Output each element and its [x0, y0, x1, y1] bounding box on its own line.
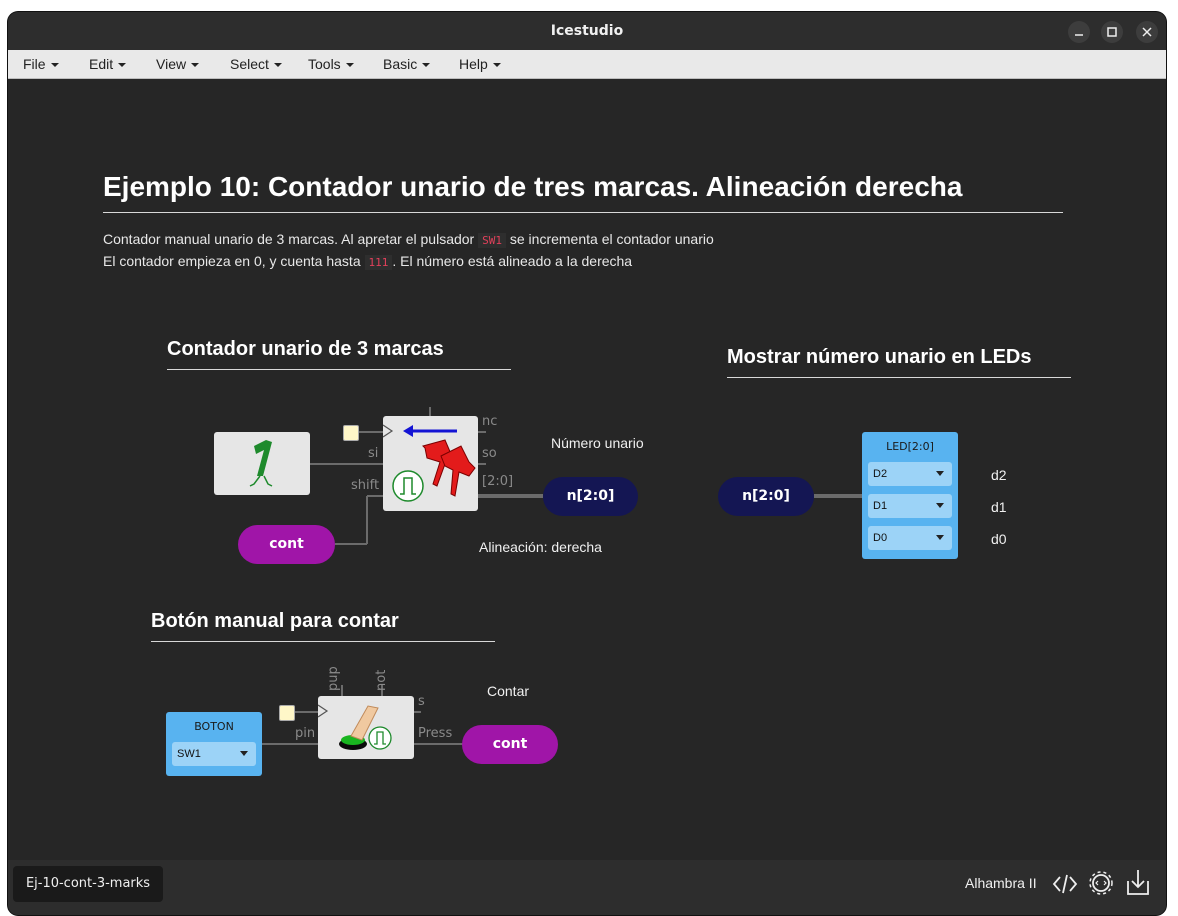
led-pin-value: D0 [873, 532, 888, 544]
led-pin-select-d2[interactable]: D2 [868, 462, 952, 486]
button-pin-select[interactable]: SW1 [172, 742, 256, 766]
status-bar: Ej-10-cont-3-marks Alhambra II [8, 860, 1166, 915]
port-press-label: Press [418, 726, 453, 741]
port-not-label: not [374, 669, 389, 691]
menu-select-label: Select [230, 56, 269, 72]
led-block-title: LED[2:0] [886, 440, 934, 453]
shift-register-block[interactable] [382, 416, 478, 511]
pushbutton-block[interactable] [317, 696, 414, 759]
counter-output-label[interactable]: n[2:0] [543, 477, 638, 516]
port-si-label: si [368, 446, 379, 461]
menu-help[interactable]: Help [459, 50, 501, 78]
title-divider [103, 212, 1063, 213]
chevron-down-icon [936, 471, 944, 476]
number-one-icon [249, 440, 273, 487]
menu-edit-label: Edit [89, 56, 114, 72]
chevron-down-icon [345, 63, 354, 68]
description-text: se incrementa el contador unario [509, 231, 714, 247]
contar-text: Contar [487, 683, 530, 699]
alineacion-text: Alineación: derecha [479, 539, 602, 555]
close-button[interactable] [1136, 21, 1158, 43]
led-output-block[interactable]: LED[2:0] D2 D1 D0 [862, 432, 958, 559]
led-name-d0: d0 [991, 531, 1007, 547]
menu-file-label: File [23, 56, 46, 72]
led-name-d1: d1 [991, 499, 1007, 515]
led-pin-value: D1 [873, 500, 888, 512]
clock-input-marker[interactable] [343, 425, 359, 441]
chevron-down-icon [936, 503, 944, 508]
menu-view[interactable]: View [156, 50, 200, 78]
menu-bar: File Edit View Select Tools Basic Help [8, 50, 1166, 79]
menu-help-label: Help [459, 56, 488, 72]
port-shift-label: shift [351, 478, 380, 493]
led-input-label[interactable]: n[2:0] [718, 477, 814, 516]
port-nc-label: nc [482, 414, 498, 429]
constant-one-block[interactable] [214, 432, 310, 495]
chevron-down-icon [50, 63, 59, 68]
window-title: Icestudio [550, 23, 624, 39]
description-line-1: Contador manual unario de 3 marcas. Al a… [103, 231, 714, 248]
port-pin-label: pin [295, 726, 316, 741]
inline-code: 111 [364, 255, 393, 270]
maximize-button[interactable] [1101, 21, 1123, 43]
port-s-label: s [418, 694, 425, 709]
chevron-down-icon [936, 535, 944, 540]
port-so-label: so [482, 446, 497, 461]
app-window: Icestudio File Edit View Select Tools Ba… [8, 12, 1166, 915]
chevron-down-icon [422, 63, 431, 68]
led-name-d2: d2 [991, 467, 1007, 483]
clock-input-marker[interactable] [279, 705, 295, 721]
menu-basic[interactable]: Basic [383, 50, 431, 78]
led-pin-select-d0[interactable]: D0 [868, 526, 952, 550]
gear-icon[interactable] [1087, 869, 1115, 897]
chevron-down-icon [492, 63, 501, 68]
close-icon [1142, 27, 1152, 37]
pushbutton-icon [317, 704, 392, 750]
numero-unario-text: Número unario [551, 435, 644, 451]
chevron-down-icon [273, 63, 282, 68]
section-divider [727, 377, 1071, 378]
menu-edit[interactable]: Edit [89, 50, 127, 78]
design-tab[interactable]: Ej-10-cont-3-marks [13, 866, 163, 902]
chevron-down-icon [118, 63, 127, 68]
port-pup-label: pup [326, 666, 341, 691]
title-bar: Icestudio [8, 12, 1166, 50]
menu-tools[interactable]: Tools [308, 50, 354, 78]
button-block-title: BOTON [194, 720, 234, 733]
menu-view-label: View [156, 56, 187, 72]
led-pin-select-d1[interactable]: D1 [868, 494, 952, 518]
code-icon[interactable] [1052, 871, 1078, 897]
cont-input-label[interactable]: cont [238, 525, 335, 564]
menu-basic-label: Basic [383, 56, 418, 72]
inline-code: SW1 [478, 233, 506, 248]
chevron-down-icon [240, 751, 248, 756]
port-out-label: [2:0] [482, 474, 514, 489]
menu-file[interactable]: File [23, 50, 59, 78]
download-icon[interactable] [1125, 867, 1151, 897]
board-name[interactable]: Alhambra II [965, 875, 1037, 891]
minimize-icon [1075, 34, 1083, 36]
button-pin-value: SW1 [177, 748, 201, 760]
maximize-icon [1107, 27, 1117, 37]
section-title-counter: Contador unario de 3 marcas [167, 338, 444, 360]
menu-tools-label: Tools [308, 56, 341, 72]
description-line-2: El contador empieza en 0, y cuenta hasta… [103, 253, 633, 270]
section-divider [167, 369, 511, 370]
cont-output-label[interactable]: cont [462, 725, 558, 764]
design-canvas[interactable]: Ejemplo 10: Contador unario de tres marc… [8, 79, 1166, 860]
section-title-leds: Mostrar número unario en LEDs [727, 346, 1032, 368]
chevron-down-icon [191, 63, 200, 68]
page-title: Ejemplo 10: Contador unario de tres marc… [103, 171, 963, 202]
description-text: El contador empieza en 0, y cuenta hasta [103, 253, 361, 269]
shift-register-icon [382, 424, 476, 502]
description-text: Contador manual unario de 3 marcas. Al a… [103, 231, 475, 247]
menu-select[interactable]: Select [230, 50, 282, 78]
button-input-block[interactable]: BOTON SW1 [166, 712, 262, 776]
section-divider [151, 641, 495, 642]
minimize-button[interactable] [1068, 21, 1090, 43]
description-text: . El número está alineado a la derecha [392, 253, 633, 269]
led-pin-value: D2 [873, 468, 888, 480]
wires [262, 407, 863, 745]
section-title-button: Botón manual para contar [151, 610, 399, 632]
